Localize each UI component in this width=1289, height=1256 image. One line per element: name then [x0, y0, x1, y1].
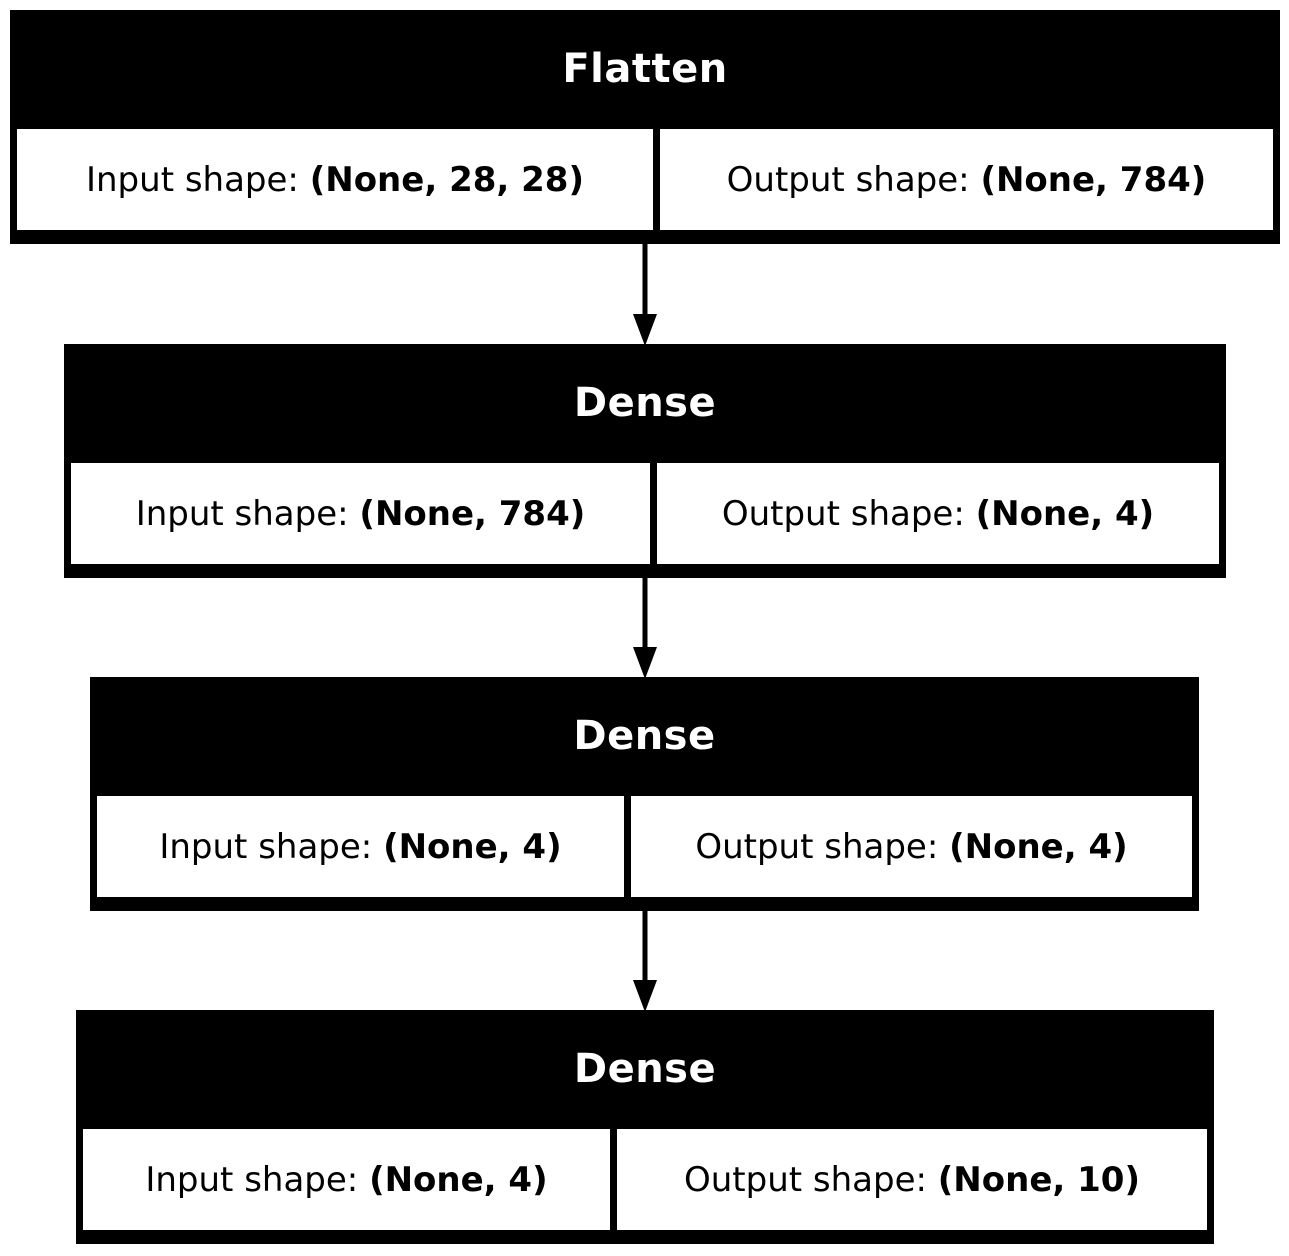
- output-shape-value: (None, 784): [980, 159, 1207, 200]
- layer-box-dense-2: Dense Input shape: (None, 4) Output shap…: [90, 677, 1199, 911]
- output-shape-value: (None, 4): [949, 826, 1128, 867]
- output-shape-cell: Output shape: (None, 4): [631, 796, 1192, 897]
- output-shape-label: Output shape:: [721, 493, 965, 534]
- arrow-dense-1-to-dense-2: [633, 578, 657, 679]
- input-shape-cell: Input shape: (None, 784): [71, 463, 650, 564]
- output-shape-cell: Output shape: (None, 4): [657, 463, 1219, 564]
- input-shape-value: (None, 28, 28): [309, 159, 584, 200]
- output-shape-label: Output shape:: [683, 1159, 927, 1200]
- layer-box-dense-3: Dense Input shape: (None, 4) Output shap…: [76, 1010, 1214, 1244]
- layer-box-dense-1: Dense Input shape: (None, 784) Output sh…: [64, 344, 1226, 578]
- input-shape-label: Input shape:: [135, 493, 349, 534]
- layer-box-flatten: Flatten Input shape: (None, 28, 28) Outp…: [10, 10, 1280, 244]
- output-shape-label: Output shape:: [695, 826, 939, 867]
- output-shape-label: Output shape:: [726, 159, 970, 200]
- input-shape-cell: Input shape: (None, 4): [83, 1129, 610, 1230]
- input-shape-value: (None, 4): [383, 826, 562, 867]
- layer-shapes: Input shape: (None, 4) Output shape: (No…: [83, 1129, 1207, 1230]
- arrow-flatten-to-dense-1: [633, 244, 657, 346]
- layer-title: Dense: [573, 1046, 717, 1092]
- input-shape-value: (None, 4): [369, 1159, 548, 1200]
- output-shape-cell: Output shape: (None, 784): [660, 129, 1273, 230]
- arrow-dense-2-to-dense-3: [633, 911, 657, 1012]
- layer-title: Dense: [573, 713, 716, 759]
- input-shape-label: Input shape:: [145, 1159, 359, 1200]
- output-shape-cell: Output shape: (None, 10): [617, 1129, 1207, 1230]
- input-shape-label: Input shape:: [85, 159, 299, 200]
- layer-shapes: Input shape: (None, 4) Output shape: (No…: [97, 796, 1192, 897]
- layer-title: Flatten: [562, 46, 728, 92]
- input-shape-value: (None, 784): [359, 493, 586, 534]
- input-shape-label: Input shape:: [159, 826, 373, 867]
- input-shape-cell: Input shape: (None, 28, 28): [17, 129, 653, 230]
- input-shape-cell: Input shape: (None, 4): [97, 796, 624, 897]
- output-shape-value: (None, 10): [937, 1159, 1140, 1200]
- output-shape-value: (None, 4): [975, 493, 1155, 534]
- layer-title: Dense: [573, 380, 717, 426]
- layer-shapes: Input shape: (None, 28, 28) Output shape…: [17, 129, 1273, 230]
- layer-shapes: Input shape: (None, 784) Output shape: (…: [71, 463, 1219, 564]
